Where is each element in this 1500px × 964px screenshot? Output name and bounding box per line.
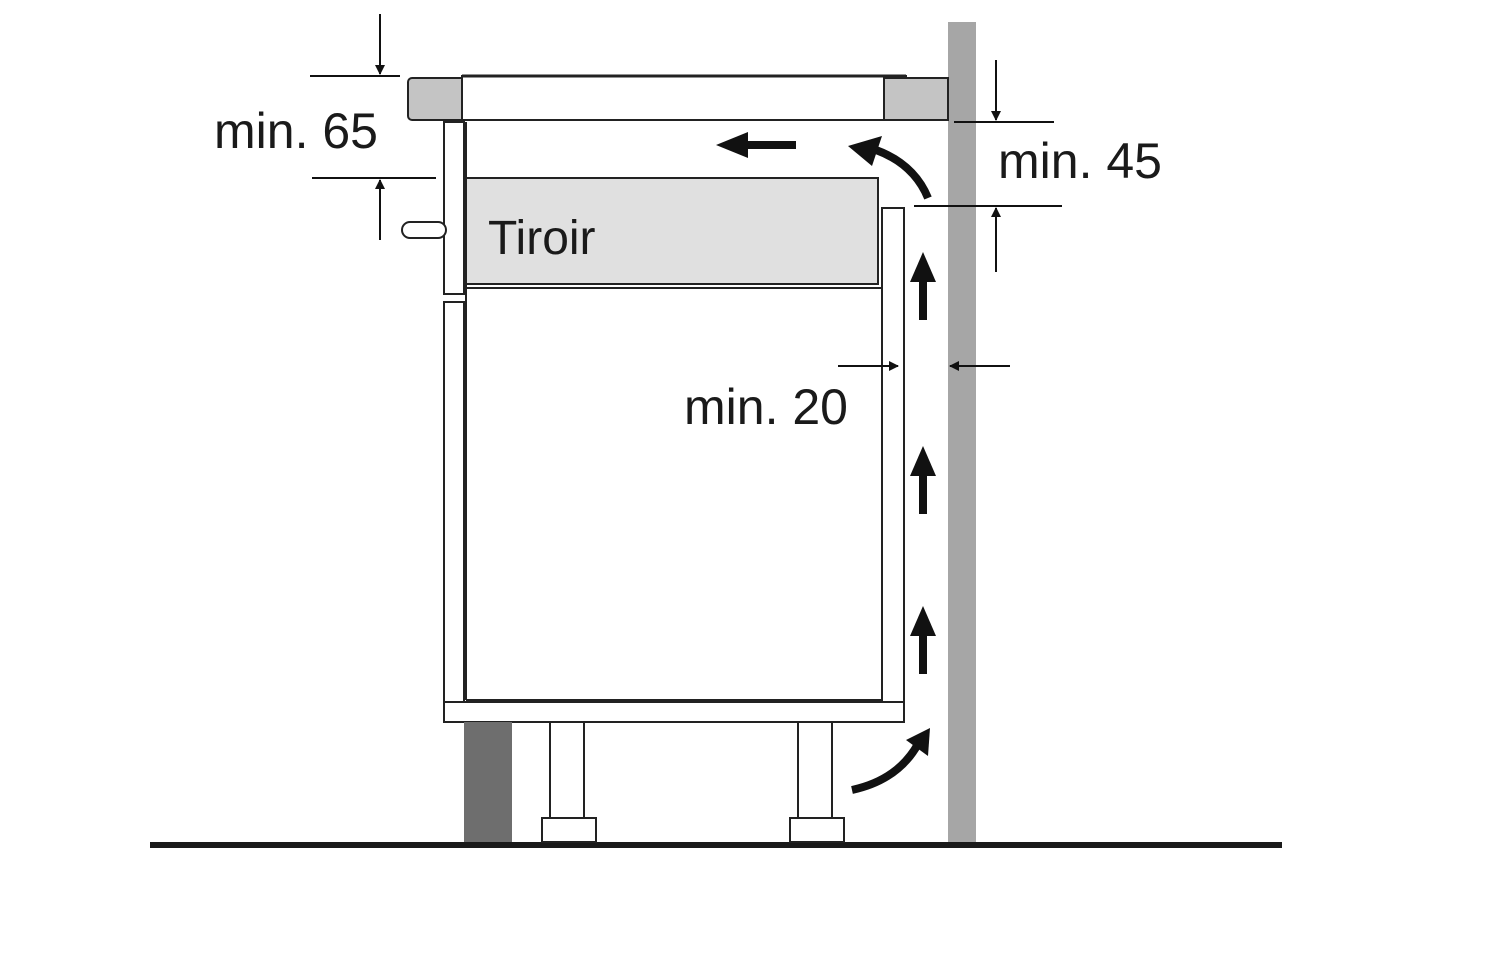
drawer-label: Tiroir xyxy=(488,212,596,265)
leg-left xyxy=(541,721,597,843)
hob-edge-right xyxy=(883,77,949,121)
leg-right xyxy=(789,721,845,843)
airflow-arrow-icon xyxy=(910,606,936,674)
airflow-arrow-icon xyxy=(910,446,936,514)
knob xyxy=(401,221,447,239)
plinth xyxy=(464,722,512,842)
label-min-20: min. 20 xyxy=(684,379,848,435)
wall xyxy=(948,22,976,842)
dimension-min-20: min. 20 xyxy=(684,361,1010,435)
airflow-arrows xyxy=(716,132,936,794)
label-min-45: min. 45 xyxy=(998,133,1162,189)
cabinet-front-top xyxy=(443,121,465,295)
dimension-min-45: min. 45 xyxy=(914,60,1162,272)
airflow-arrow-icon xyxy=(848,136,932,200)
drawer xyxy=(465,177,879,285)
hob xyxy=(407,74,949,121)
hob-body xyxy=(461,75,907,121)
airflow-arrow-icon xyxy=(851,728,930,794)
cabinet-bottom-board xyxy=(443,701,905,723)
cabinet-rear-panel xyxy=(881,207,905,703)
airflow-arrow-icon xyxy=(716,132,796,158)
dimension-min-65: min. 65 xyxy=(214,14,436,240)
label-min-65: min. 65 xyxy=(214,103,378,159)
cabinet-front-bottom xyxy=(443,301,465,723)
airflow-arrow-icon xyxy=(910,252,936,320)
